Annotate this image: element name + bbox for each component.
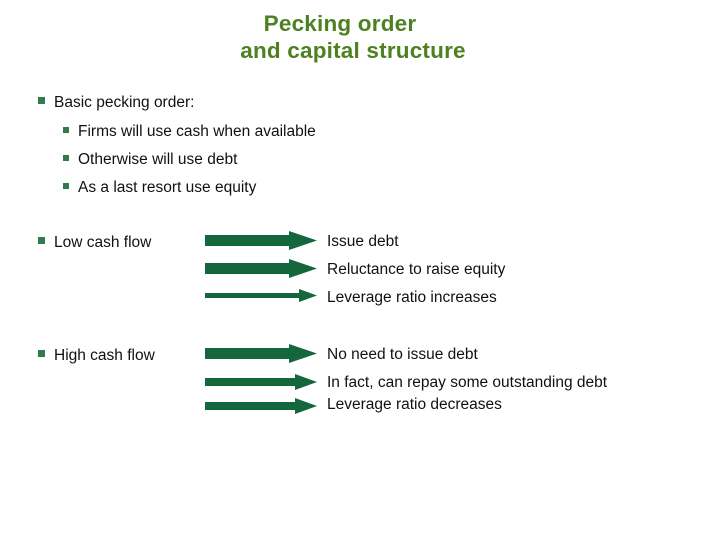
consequence-low-3: Leverage ratio increases (327, 289, 497, 306)
bullet-high-cash-flow-label: High cash flow (54, 347, 155, 364)
square-bullet-icon (38, 237, 45, 244)
page-title: Pecking order and capital structure (60, 10, 620, 64)
arrow-low-1 (205, 231, 317, 250)
square-bullet-icon (63, 183, 69, 189)
title-line-2: and capital structure (240, 38, 466, 63)
square-bullet-icon (38, 350, 45, 357)
bullet-low-cash-flow: Low cash flow (38, 233, 151, 252)
consequence-low-2: Reluctance to raise equity (327, 261, 506, 278)
consequence-low-1: Issue debt (327, 233, 399, 250)
list-item-label: As a last resort use equity (78, 179, 257, 196)
square-bullet-icon (38, 97, 45, 104)
list-item-label: Firms will use cash when available (78, 123, 316, 140)
bullet-low-cash-flow-label: Low cash flow (54, 234, 152, 251)
consequence-high-2: In fact, can repay some outstanding debt (327, 374, 608, 391)
bullet-basic-pecking-order-label: Basic pecking order: (54, 94, 195, 111)
title-line-1: Pecking order (263, 11, 417, 36)
arrow-high-1 (205, 344, 317, 363)
bullet-high-cash-flow: High cash flow (38, 346, 155, 365)
consequence-high-1: No need to issue debt (327, 346, 478, 363)
list-item: As a last resort use equity (63, 178, 256, 197)
consequence-high-3: Leverage ratio decreases (327, 396, 502, 413)
arrow-low-3 (205, 289, 317, 302)
bullet-basic-pecking-order: Basic pecking order: (38, 93, 194, 112)
arrow-high-3 (205, 398, 317, 414)
list-item-label: Otherwise will use debt (78, 151, 238, 168)
list-item: Firms will use cash when available (63, 122, 316, 141)
square-bullet-icon (63, 155, 69, 161)
arrow-high-2 (205, 374, 317, 390)
list-item: Otherwise will use debt (63, 150, 237, 169)
square-bullet-icon (63, 127, 69, 133)
arrow-low-2 (205, 259, 317, 278)
